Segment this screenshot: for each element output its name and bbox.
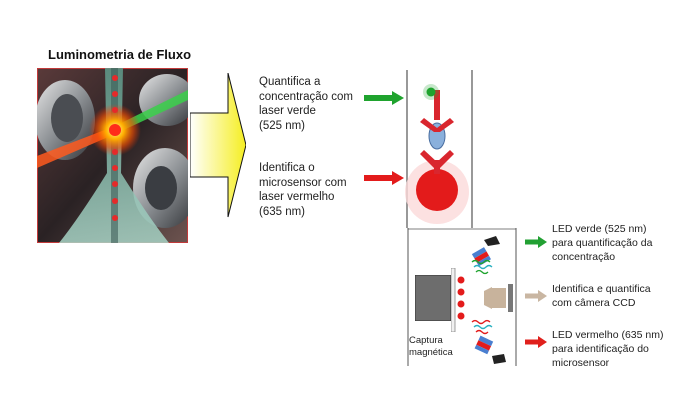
label-green-led: LED verde (525 nm) para quantificação da… [552, 223, 653, 263]
label-red-led: LED vermelho (635 nm) para identificação… [552, 329, 664, 369]
led-icon [466, 236, 512, 284]
green-arrow-icon [364, 91, 404, 105]
ccd-camera-icon [484, 284, 516, 312]
label-ccd-camera: Identifica e quantifica com câmera CCD [552, 283, 651, 309]
magnet-icon [415, 275, 451, 321]
figure-title: Luminometria de Fluxo [48, 47, 192, 62]
flow-cell-photo [37, 68, 188, 243]
detection-panel [405, 228, 520, 368]
capture-chip [451, 268, 473, 332]
tan-arrow-icon [525, 290, 547, 302]
green-arrow-icon [525, 236, 547, 248]
led-icon [466, 318, 512, 366]
red-arrow-icon [364, 171, 404, 185]
microchannel-diagram [404, 70, 476, 230]
label-green-laser: Quantifica a concentração com laser verd… [259, 76, 353, 132]
red-arrow-icon [525, 336, 547, 348]
label-red-laser: Identifica o microsensor com laser verme… [259, 162, 347, 218]
capture-label: Captura magnética [409, 335, 453, 358]
big-yellow-arrow-icon [190, 73, 246, 218]
